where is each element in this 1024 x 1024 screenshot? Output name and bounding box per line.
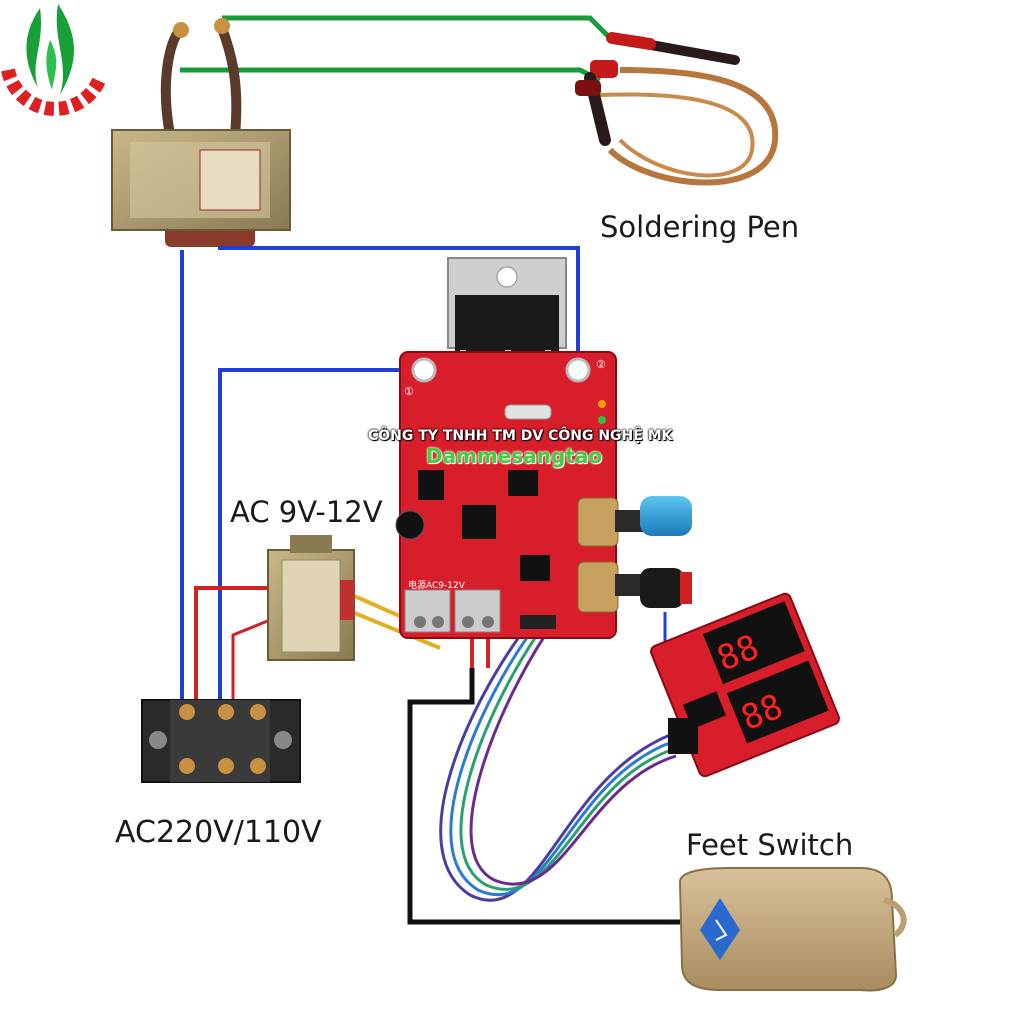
wire-transformer-to-terminal-2 — [218, 246, 580, 368]
power-marking: 电源AC9-12V — [408, 581, 465, 591]
terminal-2-marking: ② — [596, 358, 606, 371]
terminal-1-hole — [411, 357, 437, 383]
soldering-pen — [575, 32, 779, 186]
small-transformer — [267, 535, 355, 661]
feet-switch — [678, 867, 907, 992]
display-bottom — [726, 660, 829, 744]
display-top — [702, 601, 805, 685]
company-logo — [1, 4, 107, 116]
watermark-brand: Dammesangtao — [426, 444, 603, 468]
logo-flame-center — [46, 40, 57, 90]
display-board: 88 88 — [650, 592, 840, 778]
resistor — [504, 404, 552, 420]
terminal-1-marking: ① — [404, 385, 414, 398]
wire-live-a — [194, 586, 268, 708]
mains-terminal-block — [141, 699, 301, 783]
logo-flame-left — [26, 8, 42, 88]
feet-switch-label: Feet Switch — [686, 828, 854, 862]
knob-black[interactable] — [640, 568, 684, 608]
wire-secondary-bottom — [180, 67, 602, 83]
main-transformer — [111, 18, 291, 247]
wire-terminal-1-to-mains — [218, 368, 423, 708]
soldering-pen-label: Soldering Pen — [600, 210, 800, 244]
logo-gear-arc — [1, 68, 107, 116]
main-pcb — [395, 257, 617, 639]
knob-blue[interactable] — [640, 496, 692, 536]
ribbon-header — [520, 615, 556, 629]
mains-input-label: AC220V/110V — [115, 815, 322, 850]
scr-package — [455, 295, 559, 355]
watermark-company: CÔNG TY TNHH TM DV CÔNG NGHỆ MK — [368, 428, 673, 444]
switch-terminal — [454, 589, 501, 633]
display-connector — [668, 718, 698, 754]
capacitor — [395, 510, 425, 540]
wire-switch-black — [407, 668, 680, 925]
small-transformer-label: AC 9V-12V — [230, 495, 383, 529]
wire-live-b — [231, 618, 271, 708]
power-terminal — [404, 589, 451, 633]
terminal-2-hole — [565, 357, 591, 383]
potentiometer-bottom[interactable] — [577, 561, 692, 613]
logo-flame-right — [56, 4, 75, 95]
ribbon-cable — [439, 624, 677, 902]
potentiometer-top[interactable] — [577, 496, 692, 547]
wire-lowvolt-b — [351, 610, 441, 650]
wire-secondary-top — [222, 15, 614, 42]
